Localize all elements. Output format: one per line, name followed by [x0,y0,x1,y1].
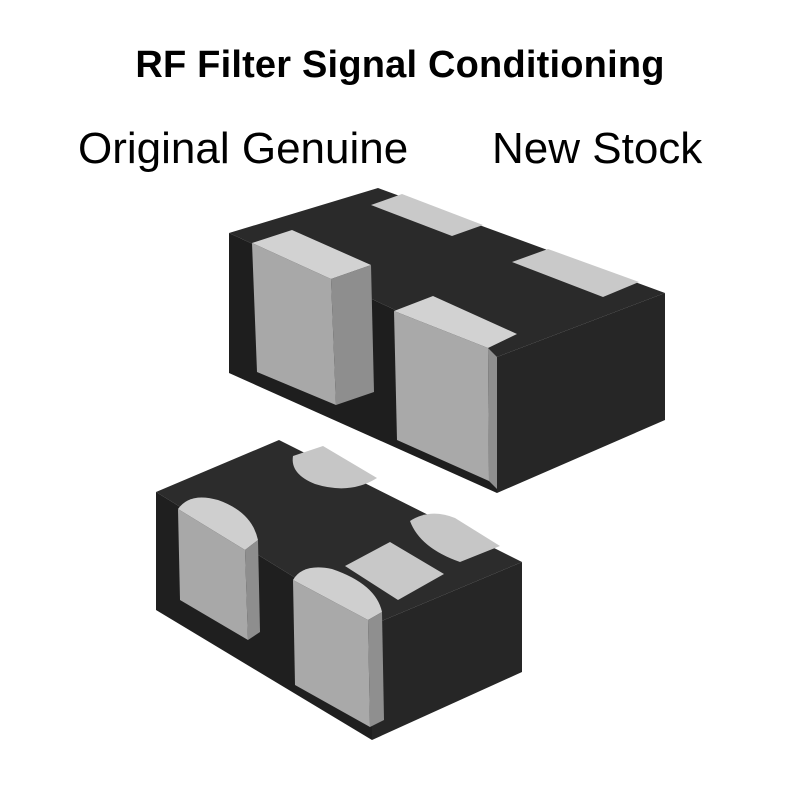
upper-back-pad-1-top [371,194,483,236]
subtitle-new-stock: New Stock [492,124,703,173]
page-title: RF Filter Signal Conditioning [135,44,665,86]
lower-right-pad-top [410,513,500,562]
lower-front-pad-right-top [293,567,382,620]
lower-front-pad-right-side [368,612,384,727]
upper-front-pad-left-front [252,243,336,405]
upper-body-top [229,188,665,357]
upper-front-pad-left-side [331,265,374,405]
upper-front-pad-right-front [394,311,489,481]
smd-component-upper [229,188,665,493]
upper-body-side [497,293,665,493]
lower-back-pad-top [292,446,377,489]
lower-center-pad-top [345,542,444,600]
lower-front-pad-left-front [178,509,248,640]
upper-front-pad-left-top [252,230,371,279]
lower-front-pad-right-front [293,580,370,727]
subtitle-original-genuine: Original Genuine [78,124,409,173]
upper-front-pad-right-side [488,348,497,489]
upper-front-pad-right-top [394,296,517,348]
product-photo [156,188,665,740]
upper-back-pad-2-top [512,249,639,297]
smd-component-lower [156,440,522,740]
lower-front-pad-left-side [245,540,260,640]
lower-body-side [372,562,522,740]
lower-front-pad-left-top [178,497,258,550]
